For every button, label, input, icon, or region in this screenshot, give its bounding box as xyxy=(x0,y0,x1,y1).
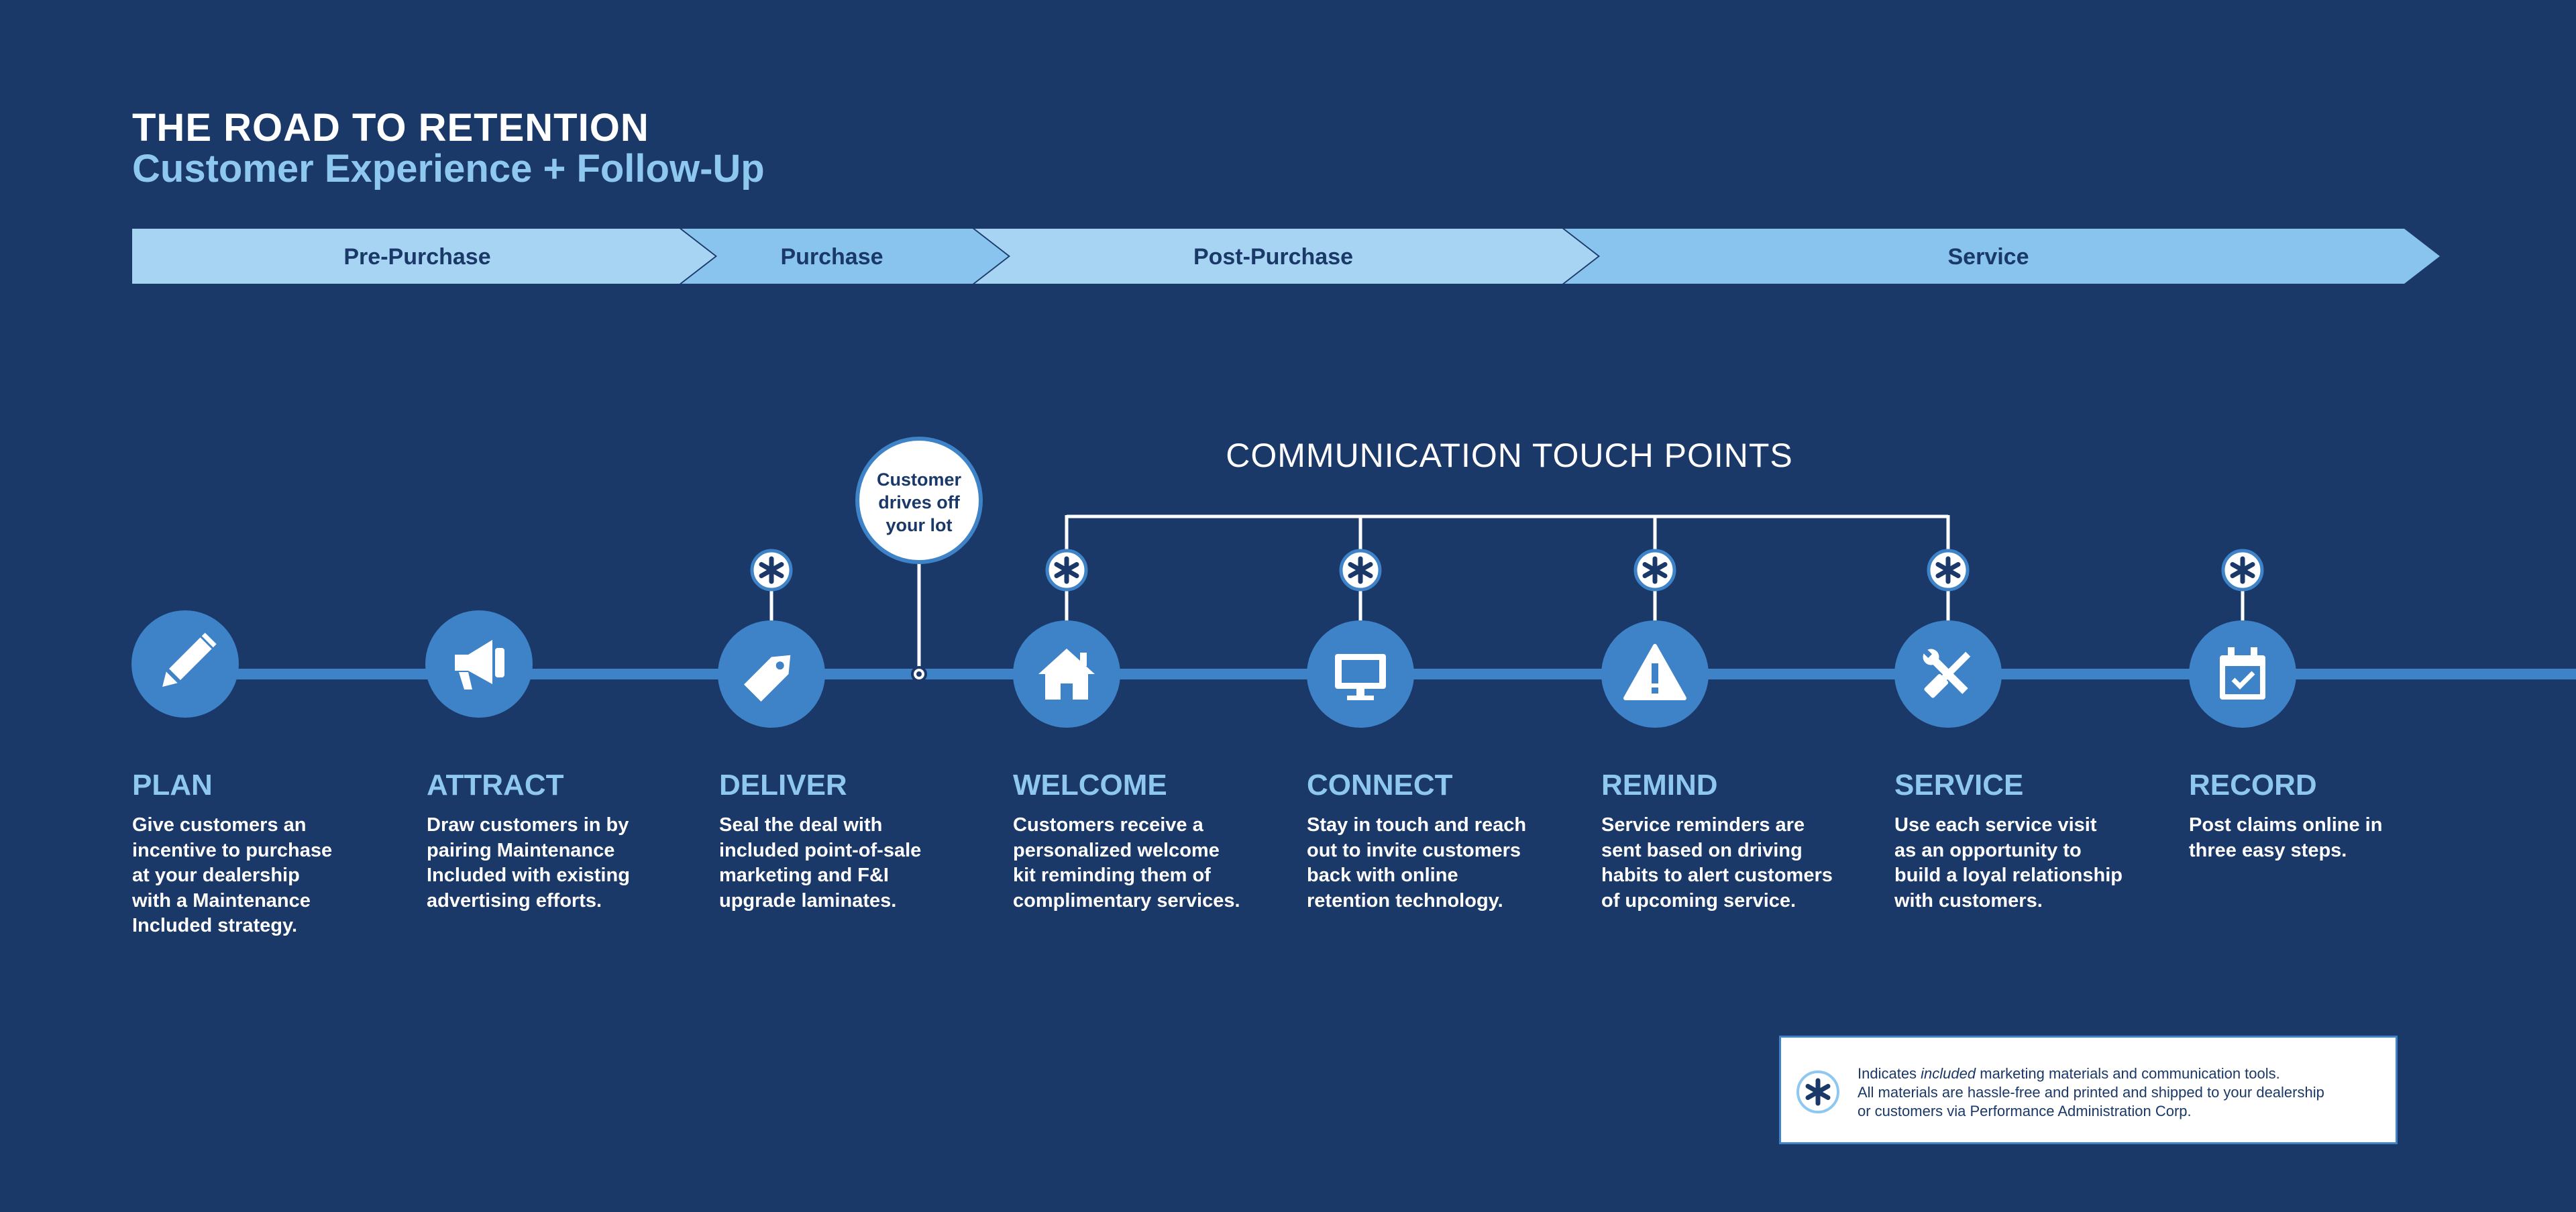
desc-line: Customers receive a xyxy=(1013,814,1203,836)
desc-line: out to invite customers xyxy=(1307,839,1521,861)
asterisk-connectors xyxy=(769,590,2245,627)
desc-line: as an opportunity to xyxy=(1894,839,2082,861)
phase-label-pre-purchase: Pre-Purchase xyxy=(343,244,490,270)
desc-line: build a loyal relationship xyxy=(1894,865,2123,886)
phase-label-post-purchase: Post-Purchase xyxy=(1193,244,1353,270)
step-title-attract: ATTRACT xyxy=(427,769,564,802)
asterisk-icon xyxy=(1045,549,1088,592)
desc-line: pairing Maintenance xyxy=(427,839,615,861)
step-circle-attract xyxy=(425,610,533,718)
step-circle-record xyxy=(2189,620,2296,728)
asterisk-icon xyxy=(1339,549,1382,592)
milestone-line: drives off xyxy=(878,492,960,512)
step-circle-deliver xyxy=(718,620,825,728)
page-subtitle: Customer Experience + Follow-Up xyxy=(132,147,765,190)
desc-line: with a Maintenance xyxy=(132,889,311,912)
asterisk-icon xyxy=(1796,1070,1839,1113)
communication-touch-points-title: COMMUNICATION TOUCH POINTS xyxy=(1226,437,1793,474)
desc-line: Service reminders are xyxy=(1601,814,1805,836)
asterisk-icon xyxy=(750,549,793,592)
asterisk-icon xyxy=(2221,549,2264,592)
desc-line: retention technology. xyxy=(1307,889,1503,912)
phase-purchase xyxy=(682,229,1008,284)
step-desc-welcome: Customers receive a personalized welcome… xyxy=(1013,813,1268,914)
step-circle-service xyxy=(1894,620,2002,728)
desc-line: Draw customers in by xyxy=(427,814,629,836)
legend-line-3: or customers via Performance Administrat… xyxy=(1858,1103,2192,1119)
megaphone-icon xyxy=(455,640,504,690)
desc-line: personalized welcome xyxy=(1013,839,1220,861)
desc-line: upgrade laminates. xyxy=(719,889,897,912)
desc-line: Use each service visit xyxy=(1894,814,2097,836)
desc-line: Post claims online in xyxy=(2189,814,2383,836)
desc-line: at your dealership xyxy=(132,865,300,886)
step-desc-remind: Service reminders are sent based on driv… xyxy=(1601,813,1856,914)
desc-line: Stay in touch and reach xyxy=(1307,814,1527,836)
desc-line: three easy steps. xyxy=(2189,839,2347,861)
step-circle-plan xyxy=(131,610,239,718)
phase-service xyxy=(1564,229,2440,284)
phase-label-purchase: Purchase xyxy=(780,244,883,270)
legend-line-2: All materials are hassle-free and printe… xyxy=(1858,1084,2324,1101)
desc-line: complimentary services. xyxy=(1013,889,1240,912)
legend-emphasis: included xyxy=(1921,1065,1976,1082)
desc-line: with customers. xyxy=(1894,889,2043,912)
step-title-service: SERVICE xyxy=(1894,769,2024,802)
step-title-remind: REMIND xyxy=(1601,769,1718,802)
desc-line: kit reminding them of xyxy=(1013,865,1211,886)
step-title-connect: CONNECT xyxy=(1307,769,1453,802)
step-title-deliver: DELIVER xyxy=(719,769,847,802)
step-title-welcome: WELCOME xyxy=(1013,769,1167,802)
phase-pre-purchase xyxy=(132,229,715,284)
step-title-record: RECORD xyxy=(2189,769,2317,802)
step-circle-connect xyxy=(1307,620,1414,728)
desc-line: back with online xyxy=(1307,865,1458,886)
asterisk-icon xyxy=(1633,549,1676,592)
pencil-icon xyxy=(162,632,217,687)
step-desc-service: Use each service visit as an opportunity… xyxy=(1894,813,2149,914)
page-title: THE ROAD TO RETENTION xyxy=(132,106,649,150)
house-icon xyxy=(1038,649,1095,700)
communication-bracket xyxy=(1065,514,1950,551)
desc-line: habits to alert customers xyxy=(1601,865,1833,886)
step-desc-attract: Draw customers in by pairing Maintenance… xyxy=(427,813,682,914)
legend-prefix: Indicates xyxy=(1858,1065,1921,1082)
step-circle-remind xyxy=(1601,620,1709,728)
tag-icon xyxy=(743,655,791,702)
asterisk-icon xyxy=(1927,549,1970,592)
desc-line: incentive to purchase xyxy=(132,839,333,861)
milestone-text: Customer drives off your lot xyxy=(856,468,982,537)
desc-line: Included with existing xyxy=(427,865,630,886)
phase-bar: Pre-Purchase Purchase Post-Purchase Serv… xyxy=(132,229,2440,284)
milestone-line: your lot xyxy=(885,515,953,535)
legend-line-1: Indicates included marketing materials a… xyxy=(1858,1064,2387,1083)
desc-line: marketing and F&I xyxy=(719,865,889,886)
phase-label-service: Service xyxy=(1948,244,2029,270)
step-desc-connect: Stay in touch and reach out to invite cu… xyxy=(1307,813,1562,914)
tools-icon xyxy=(1922,648,1971,698)
step-desc-deliver: Seal the deal with included point-of-sal… xyxy=(719,813,974,914)
desc-line: included point-of-sale xyxy=(719,839,922,861)
legend-box: Indicates included marketing materials a… xyxy=(1779,1036,2398,1144)
desc-line: advertising efforts. xyxy=(427,889,602,912)
desc-line: Give customers an xyxy=(132,814,307,836)
step-desc-record: Post claims online in three easy steps. xyxy=(2189,813,2444,863)
desc-line: Included strategy. xyxy=(132,915,298,936)
desc-line: sent based on driving xyxy=(1601,839,1803,861)
desc-line: of upcoming service. xyxy=(1601,889,1796,912)
step-circle-welcome xyxy=(1013,620,1120,728)
milestone-line: Customer xyxy=(876,470,962,490)
phase-post-purchase xyxy=(975,229,1598,284)
legend-text: Indicates included marketing materials a… xyxy=(1858,1064,2387,1121)
warning-icon xyxy=(1623,644,1686,700)
step-title-plan: PLAN xyxy=(132,769,213,802)
milestone-customer-drives-off xyxy=(855,437,983,682)
calendar-check-icon xyxy=(2220,647,2265,700)
monitor-icon xyxy=(1335,654,1386,700)
legend-suffix: marketing materials and communication to… xyxy=(1976,1065,2280,1082)
step-desc-plan: Give customers an incentive to purchase … xyxy=(132,813,387,939)
desc-line: Seal the deal with xyxy=(719,814,883,836)
